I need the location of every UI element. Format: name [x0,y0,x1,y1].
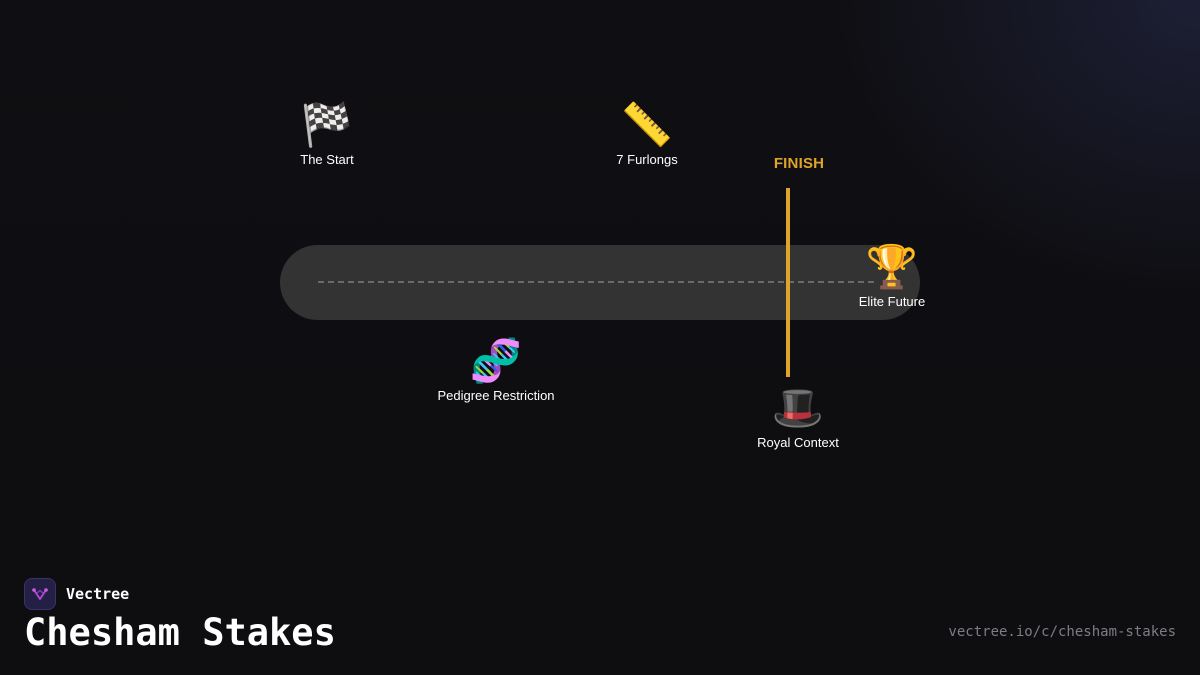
marker-royal-context: 🎩 Royal Context [718,383,878,450]
marker-label-the-start: The Start [300,152,354,167]
marker-distance: 📏 7 Furlongs [567,100,727,167]
marker-label-pedigree-restriction: Pedigree Restriction [437,388,555,403]
checkered-flag-icon: 🏁 [300,101,354,148]
brand: Vectree [24,577,129,611]
finish-line [786,188,790,377]
top-hat-icon: 🎩 [771,384,825,431]
marker-the-start: 🏁 The Start [247,100,407,167]
page-title: Chesham Stakes [24,611,336,654]
trophy-icon: 🏆 [865,243,919,290]
marker-pedigree-restriction: 🧬 Pedigree Restriction [416,336,576,403]
ruler-icon: 📏 [620,101,674,148]
vectree-logo-icon [24,578,56,610]
dna-icon: 🧬 [469,337,523,384]
marker-label-distance: 7 Furlongs [616,152,678,167]
brand-name: Vectree [66,585,130,603]
track-centerline [318,281,874,283]
marker-label-elite-future: Elite Future [858,294,926,309]
finish-label: FINISH [773,155,825,172]
page-url[interactable]: vectree.io/c/chesham-stakes [948,624,1176,640]
marker-elite-future: 🏆 Elite Future [812,242,972,309]
marker-label-royal-context: Royal Context [757,435,839,450]
